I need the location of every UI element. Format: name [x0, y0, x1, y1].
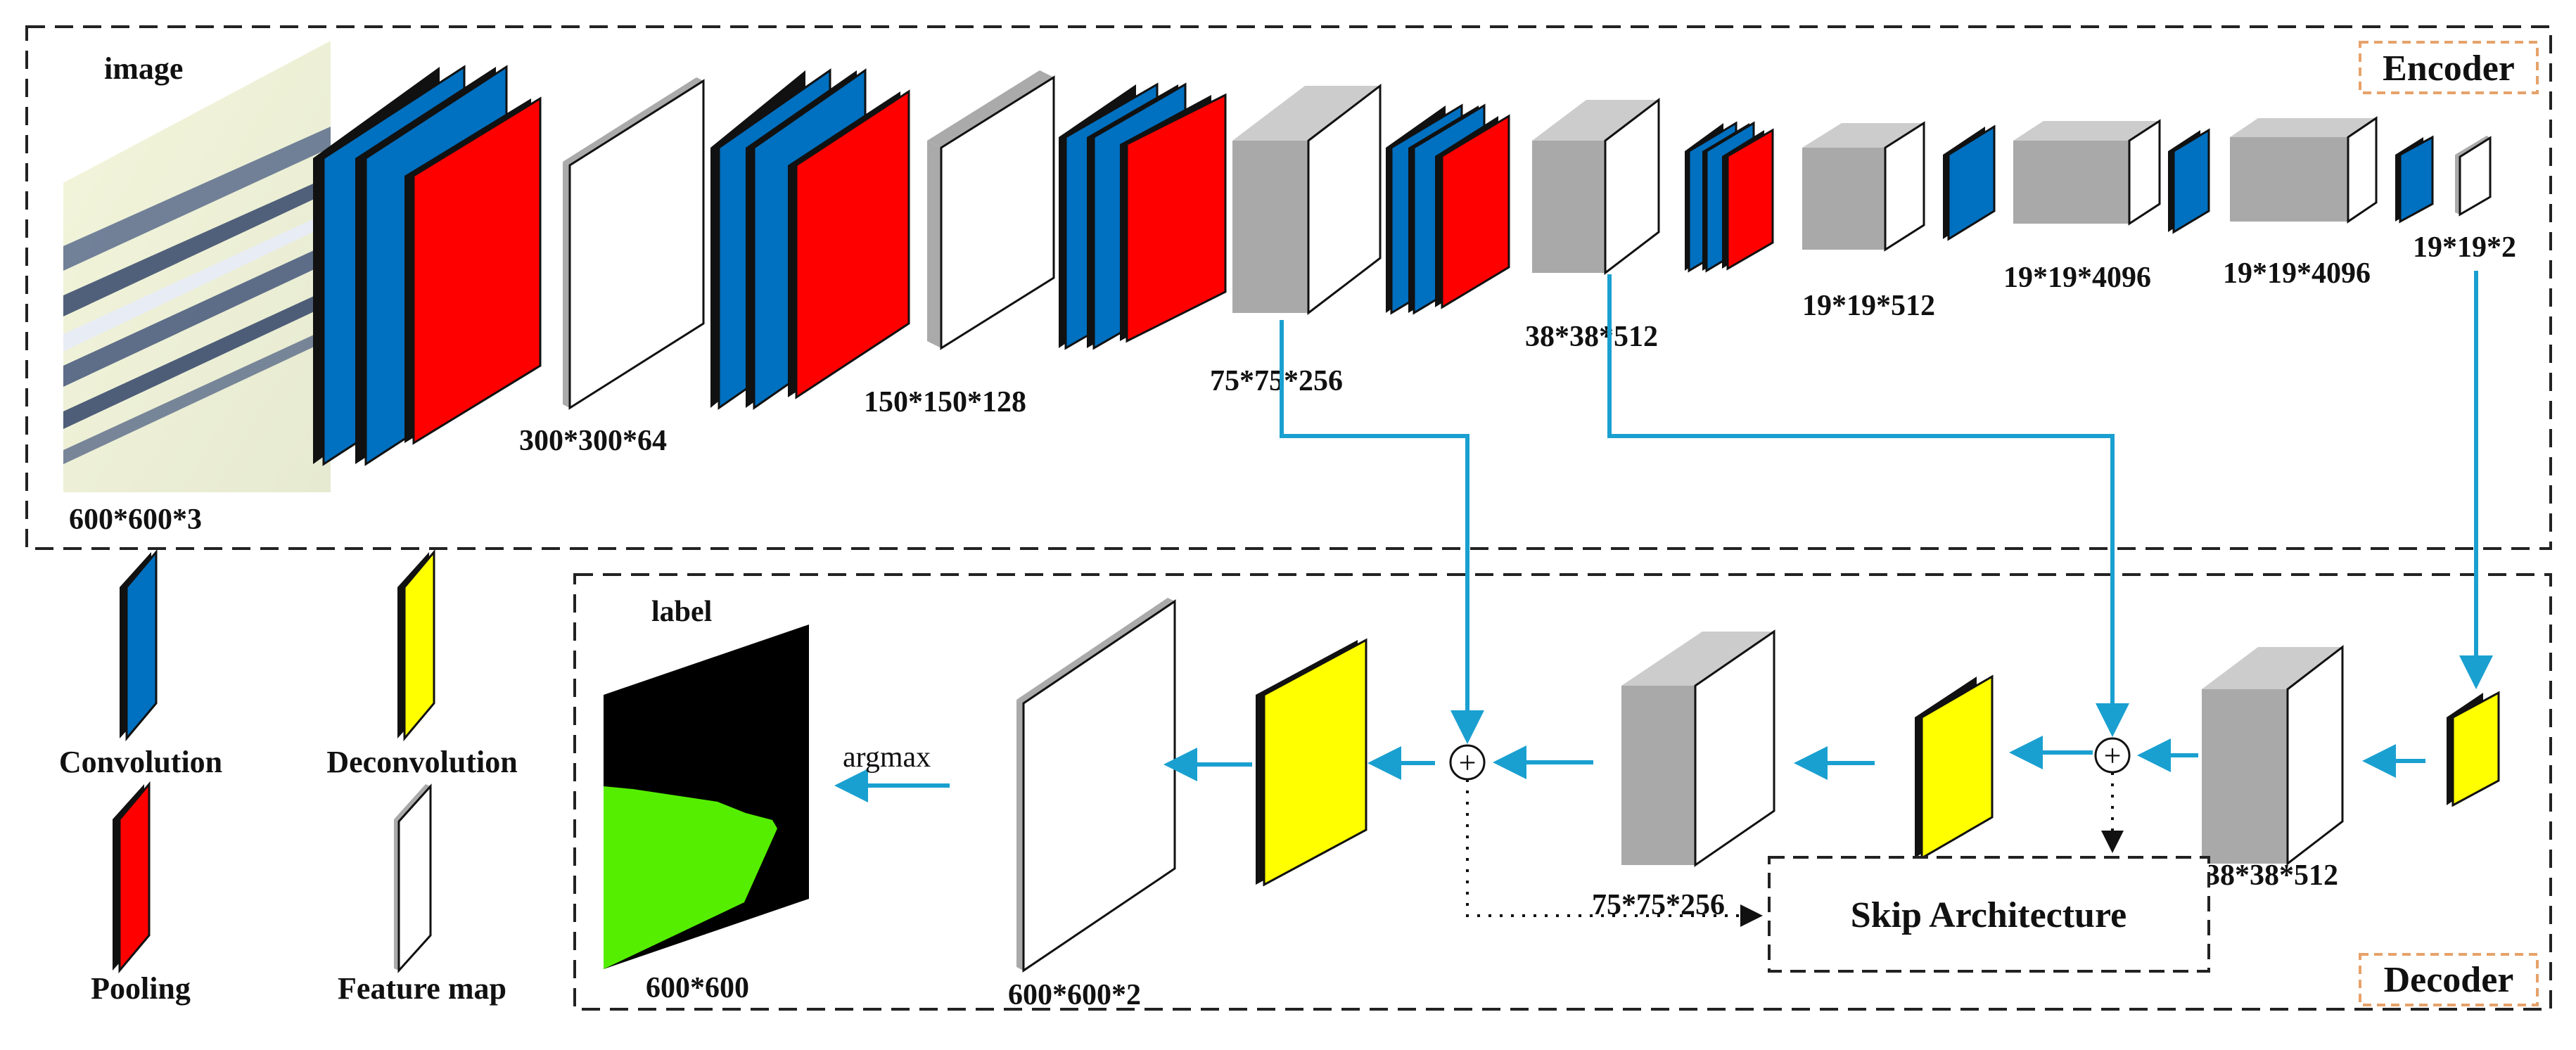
encoder-title: Encoder [2383, 49, 2515, 89]
feature-map-19-512 [1802, 121, 1925, 252]
decoder-frame [573, 573, 2552, 1011]
pool-layer [1126, 93, 1227, 343]
legend-pooling-label: Pooling [91, 971, 191, 1006]
svg-text:+: + [1459, 745, 1477, 780]
dims-19-4096-a: 19*19*4096 [2003, 262, 2151, 294]
skip-line-pool3 [1280, 320, 1484, 744]
decoder-block-75 [1621, 629, 1775, 867]
feature-map-19-2 [2455, 136, 2492, 217]
feature-map-300 [563, 77, 705, 410]
decoder-block-38 [2202, 644, 2344, 866]
input-image [63, 41, 331, 492]
image-dims: 600*600*3 [69, 504, 202, 536]
sum-node-2: + [2094, 737, 2131, 774]
input-image-stripes [63, 127, 331, 464]
dims-19-4096-b: 19*19*4096 [2223, 257, 2371, 290]
fc7-conv [2168, 128, 2210, 234]
encoder-block-3 [1059, 82, 1227, 350]
decoder-title: Decoder [2384, 960, 2514, 1000]
dims-150: 150*150*128 [864, 386, 1026, 418]
sum-node-1: + [1449, 744, 1486, 781]
encoder-tag-box [2359, 41, 2539, 94]
legend: Convolution Pooling Deconvolution Featur… [59, 549, 518, 1006]
pool-layer [1441, 114, 1510, 309]
argmax-label: argmax [843, 741, 931, 774]
feature-map-150 [927, 70, 1055, 350]
skip-architecture-box [1768, 856, 2210, 973]
skip-dotted-1 [1466, 779, 1763, 927]
decoder-dims-38: 38*38*512 [2205, 859, 2338, 892]
skip-line-pool4 [1607, 274, 2129, 737]
dims-38: 38*38*512 [1525, 321, 1658, 353]
pool-layer [412, 96, 542, 445]
fc6-conv [1943, 124, 1996, 241]
legend-convolution-label: Convolution [59, 745, 222, 779]
feature-map-38 [1532, 97, 1660, 276]
dims-19-2: 19*19*2 [2413, 231, 2516, 264]
label-image [604, 625, 809, 969]
dims-19-512: 19*19*512 [1802, 290, 1935, 322]
dims-300: 300*300*64 [519, 425, 667, 457]
skip-architecture-label: Skip Architecture [1851, 895, 2127, 935]
label-dims: 600*600 [646, 972, 749, 1004]
encoder-frame [25, 25, 2552, 550]
out-dims: 600*600*2 [1008, 979, 1141, 1011]
image-label: image [104, 51, 183, 86]
decoder-tag-box [2359, 953, 2539, 1006]
deconv-layer-final [1256, 638, 1367, 887]
legend-pooling: Pooling [91, 781, 191, 1006]
pool-layer [1726, 128, 1774, 271]
deconv-layer-first [2447, 691, 2500, 807]
dims-75: 75*75*256 [1210, 365, 1343, 397]
encoder-block-1 [313, 65, 542, 466]
legend-deconvolution-label: Deconvolution [326, 745, 517, 779]
feature-map-19-4096-b [2230, 116, 2378, 224]
svg-text:+: + [2104, 738, 2122, 773]
legend-feature-map-label: Feature map [338, 971, 506, 1006]
feature-map-19-4096-a [2013, 119, 2161, 226]
encoder-block-5 [1685, 121, 1774, 273]
legend-feature-map: Feature map [338, 783, 506, 1006]
encoder-block-2 [710, 68, 910, 410]
encoder-block-4 [1386, 103, 1510, 315]
deconv-layer-mid [1915, 674, 1994, 860]
legend-convolution: Convolution [59, 549, 222, 779]
pool-layer [795, 89, 910, 399]
feature-map-600 [1016, 598, 1176, 973]
score-conv [2395, 135, 2434, 224]
label-title: label [651, 596, 712, 628]
legend-deconvolution: Deconvolution [326, 549, 518, 779]
feature-map-75 [1232, 83, 1382, 316]
